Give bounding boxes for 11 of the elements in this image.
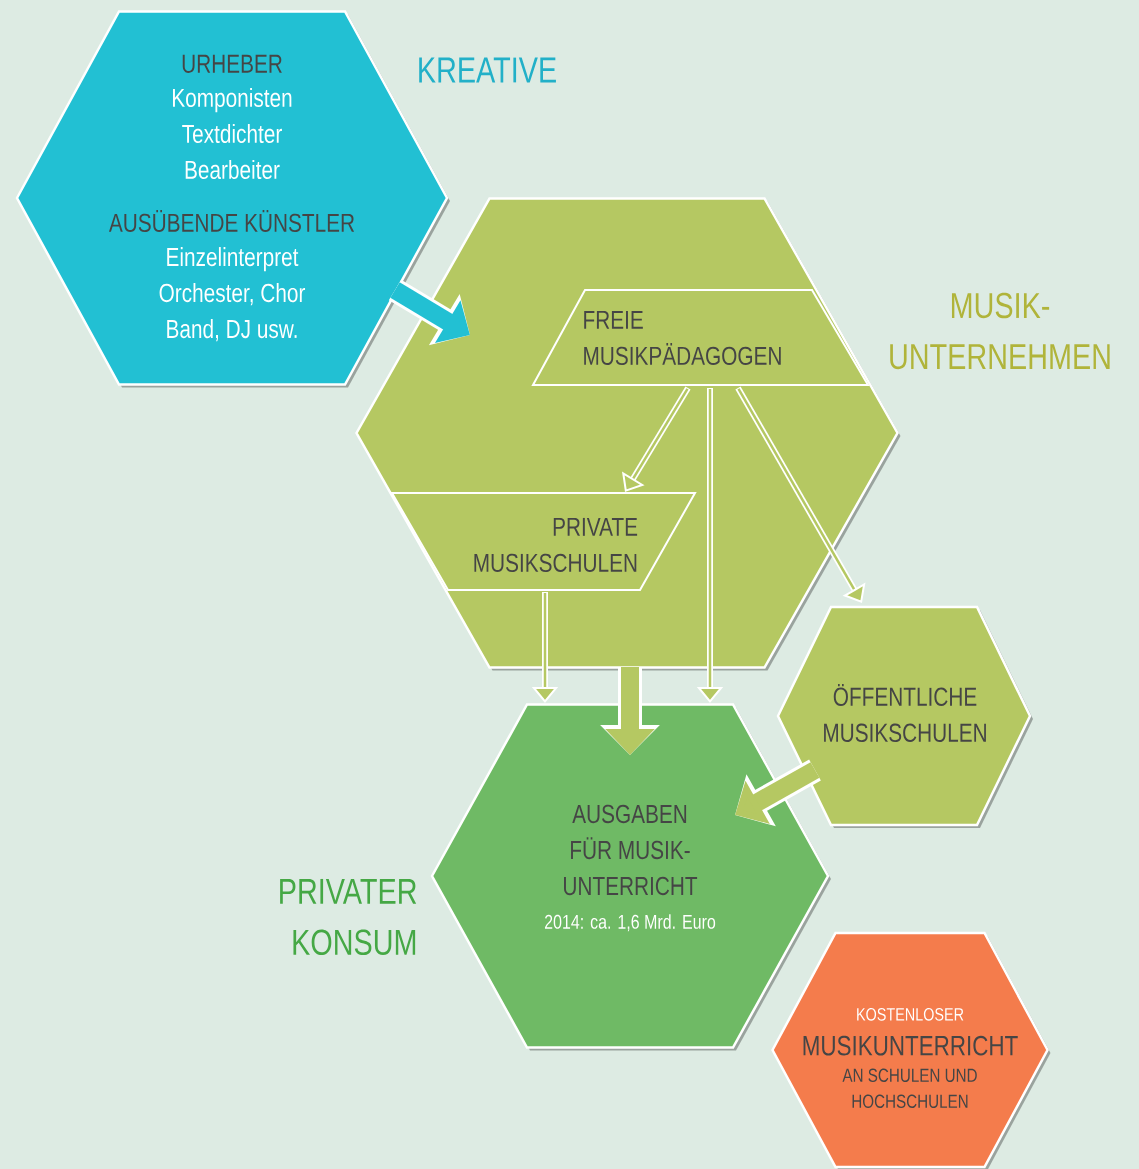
node-label: AUSÜBENDE KÜNSTLER <box>108 210 355 233</box>
hexagon-box: ÖFFENTLICHE MUSIKSCHULEN <box>776 605 1033 828</box>
group-heading: KREATIVE <box>419 57 556 83</box>
node-label: Einzelinterpret Orchester, Chor Band, DJ usw. <box>159 247 306 342</box>
node-label: URHEBER <box>182 54 282 73</box>
hexagon-box: KOSTENLOSER MUSIKUNTERRICHT AN SCHULEN UND HOCHSCHULEN <box>771 931 1051 1169</box>
arrow <box>622 386 691 492</box>
group-heading: PRIVATER KONSUM <box>280 878 417 956</box>
group-heading: MUSIK- UNTERNEHMEN <box>890 292 1110 370</box>
arrow <box>735 386 866 603</box>
node-label: Komponisten Textdichter Bearbeiter <box>173 87 292 180</box>
